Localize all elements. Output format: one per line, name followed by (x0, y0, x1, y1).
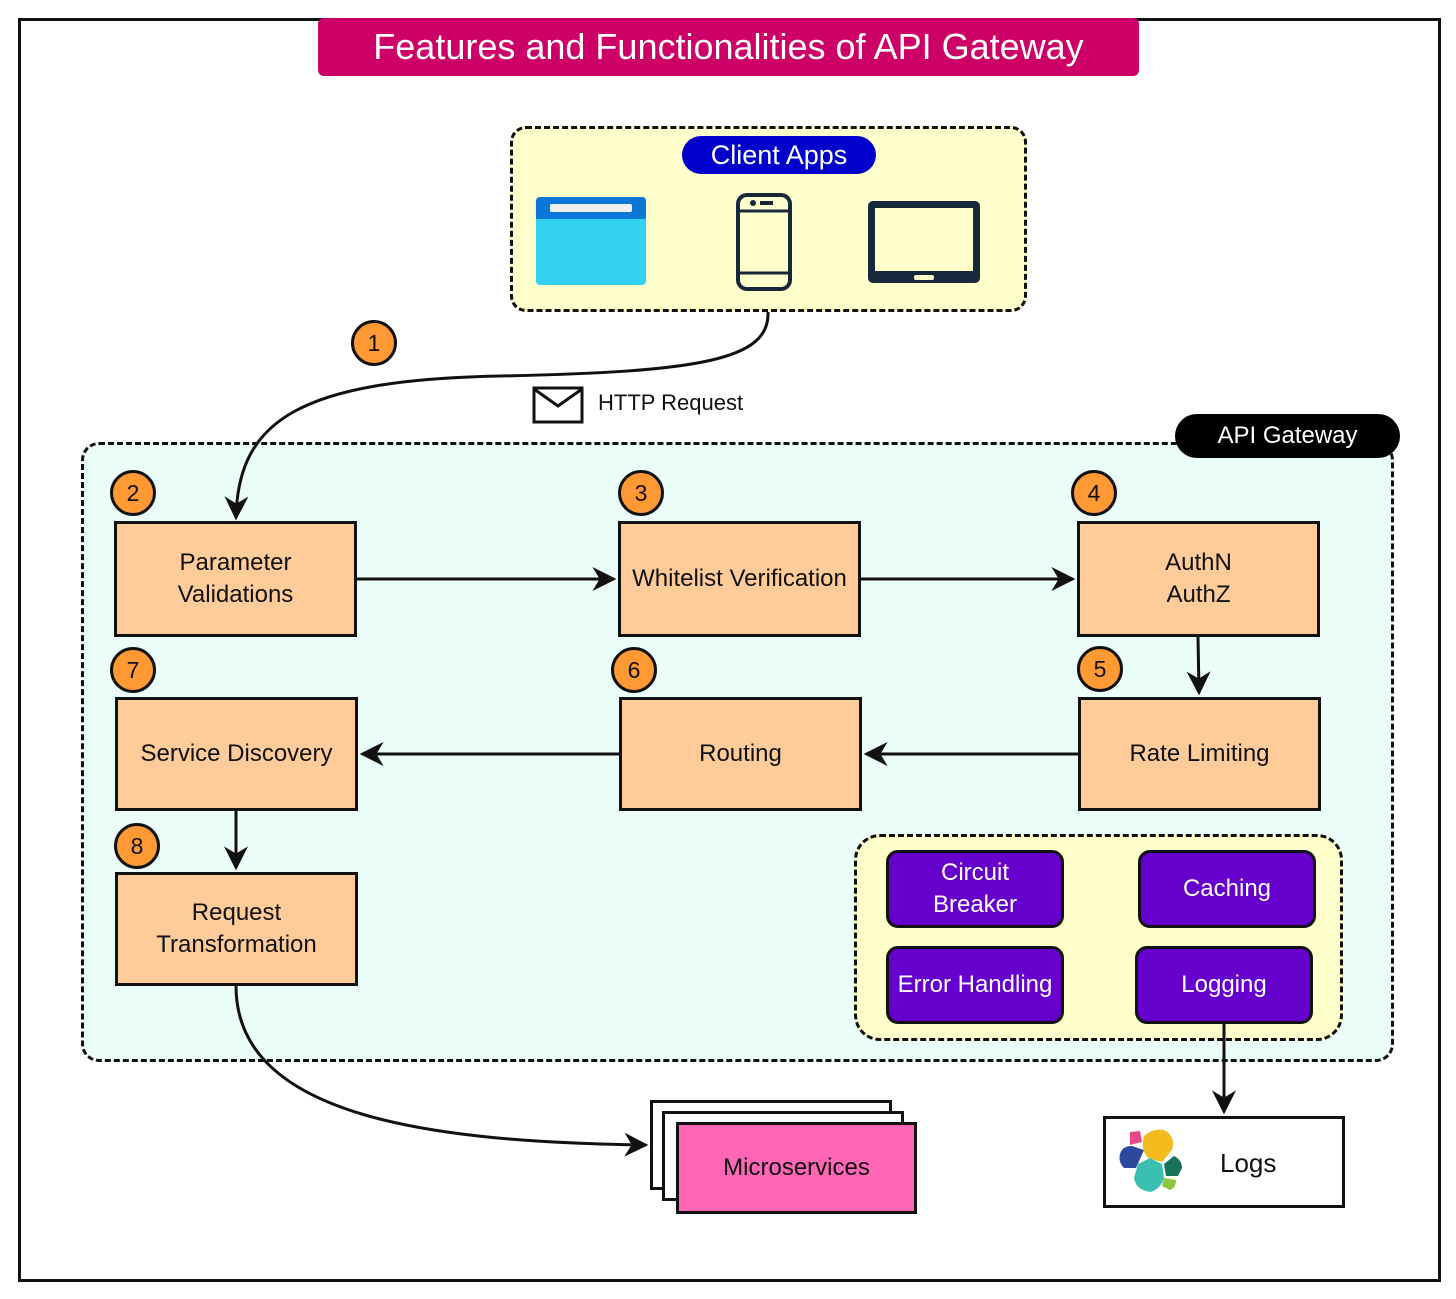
step-whitelist-verification: Whitelist Verification (618, 521, 861, 637)
browser-window-icon (536, 197, 646, 285)
http-request-label: HTTP Request (598, 390, 744, 415)
smartphone-icon (736, 193, 792, 291)
step-parameter-validations: Parameter Validations (114, 521, 357, 637)
step-badge-2: 2 (110, 470, 156, 516)
logs-box (1103, 1116, 1345, 1208)
step-badge-7: 7 (110, 647, 156, 693)
step-badge-1: 1 (351, 320, 397, 366)
step-request-transformation: Request Transformation (115, 872, 358, 986)
feature-error-handling: Error Handling (886, 946, 1064, 1024)
client-apps-label: Client Apps (682, 136, 876, 174)
step-badge-6: 6 (611, 647, 657, 693)
logs-label: Logs (1220, 1147, 1277, 1178)
step-badge-3: 3 (618, 470, 664, 516)
step-service-discovery: Service Discovery (115, 697, 358, 811)
step-badge-5: 5 (1077, 646, 1123, 692)
feature-circuit-breaker: Circuit Breaker (886, 850, 1064, 928)
tablet-icon (868, 201, 980, 283)
feature-caching: Caching (1138, 850, 1316, 928)
api-gateway-label: API Gateway (1175, 414, 1400, 458)
step-badge-4: 4 (1071, 470, 1117, 516)
diagram-title: Features and Functionalities of API Gate… (318, 18, 1139, 76)
microservices-box: Microservices (676, 1122, 917, 1214)
step-badge-8: 8 (114, 823, 160, 869)
step-authn-authz: AuthN AuthZ (1077, 521, 1320, 637)
step-rate-limiting: Rate Limiting (1078, 697, 1321, 811)
envelope-icon (532, 386, 584, 424)
step-routing: Routing (619, 697, 862, 811)
elastic-logo-icon (1119, 1129, 1182, 1192)
feature-logging: Logging (1135, 946, 1313, 1024)
